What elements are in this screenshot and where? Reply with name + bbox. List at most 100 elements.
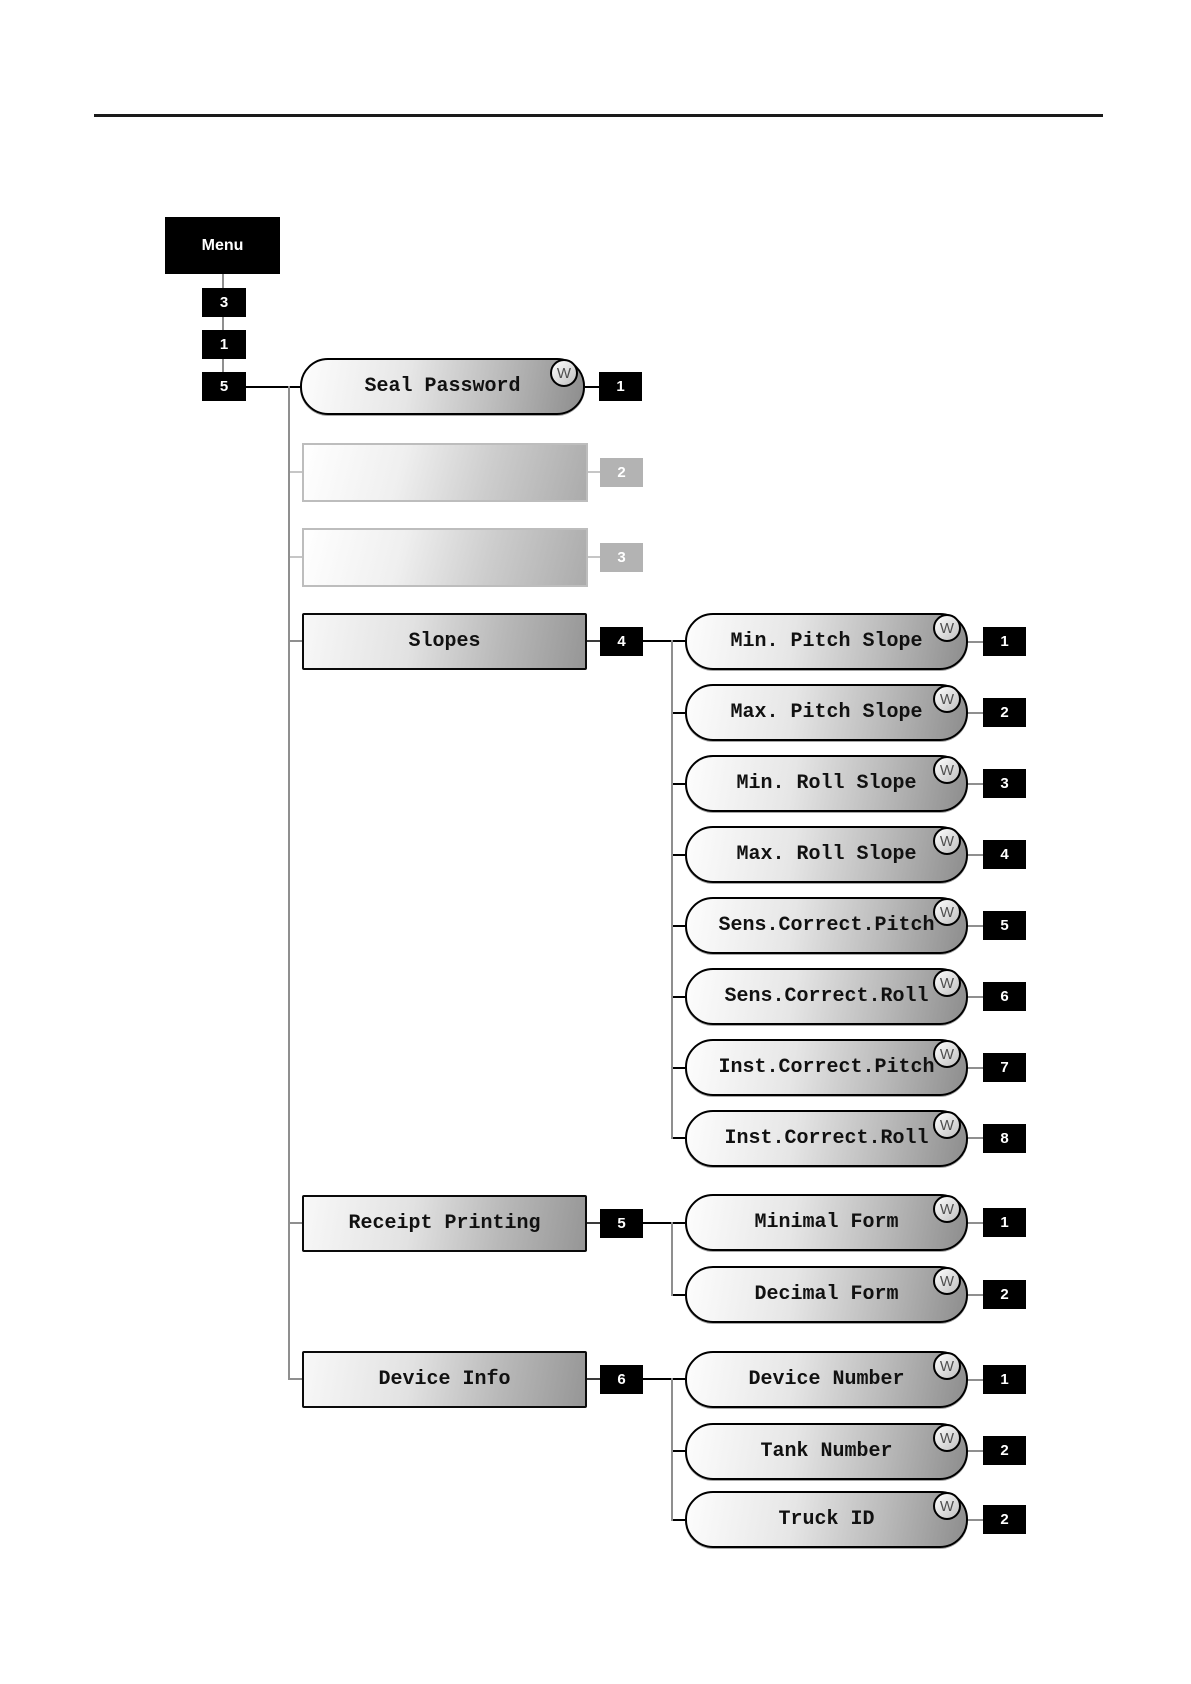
write-badge: W: [933, 898, 961, 926]
node-sens-correct-pitch: Sens.Correct.Pitch W: [685, 897, 968, 954]
menu-path-step-1-label: 3: [219, 294, 229, 311]
connector-trunk-disabled3: [290, 556, 302, 558]
connector-pill-num: [967, 1519, 983, 1521]
write-badge: W: [933, 1492, 961, 1520]
node-seal-password: Seal Password W: [300, 358, 585, 415]
node-label: Min. Pitch Slope: [730, 630, 923, 653]
connector-child-stub: [673, 854, 685, 856]
num-badge-label: 1: [1000, 1214, 1009, 1231]
write-badge: W: [933, 614, 961, 642]
write-badge-letter: W: [939, 974, 955, 992]
node-max-pitch-slope: Max. Pitch Slope W: [685, 684, 968, 741]
trunk-device-children: [671, 1378, 673, 1521]
num-badge-label: 6: [1000, 988, 1009, 1005]
node-slopes-label: Slopes: [408, 630, 481, 653]
num-badge-seal-label: 1: [616, 378, 625, 395]
connector-pill-num: [967, 925, 983, 927]
node-label: Inst.Correct.Pitch: [718, 1056, 935, 1079]
num-badge: 2: [983, 1505, 1026, 1534]
node-seal-password-label: Seal Password: [364, 375, 521, 398]
node-inst-correct-pitch: Inst.Correct.Pitch W: [685, 1039, 968, 1096]
num-badge-seal: 1: [599, 372, 642, 401]
write-badge-letter: W: [939, 832, 955, 850]
node-label: Max. Roll Slope: [736, 843, 917, 866]
write-badge: W: [933, 1195, 961, 1223]
connector-child-stub: [673, 1450, 685, 1452]
num-badge-label: 2: [1000, 704, 1009, 721]
menu-root-label: Menu: [201, 236, 244, 254]
num-badge: 2: [983, 698, 1026, 727]
num-badge-receipt-label: 5: [617, 1215, 626, 1232]
write-badge: W: [550, 359, 578, 387]
connector-pill-num: [967, 854, 983, 856]
connector-3-1: [222, 317, 224, 330]
write-badge: W: [933, 1267, 961, 1295]
menu-path-step-2: 1: [202, 330, 246, 359]
connector-child-stub: [673, 1067, 685, 1069]
write-badge-letter: W: [939, 690, 955, 708]
num-badge-device-label: 6: [617, 1371, 626, 1388]
menu-path-step-3: 5: [202, 372, 246, 401]
write-badge-letter: W: [556, 364, 572, 382]
connector-child-stub: [673, 783, 685, 785]
num-badge-label: 3: [1000, 775, 1009, 792]
num-badge: 8: [983, 1124, 1026, 1153]
node-max-roll-slope: Max. Roll Slope W: [685, 826, 968, 883]
connector-num4-children: [643, 640, 685, 642]
connector-pill-num: [967, 1137, 983, 1139]
node-sens-correct-roll: Sens.Correct.Roll W: [685, 968, 968, 1025]
write-badge-letter: W: [939, 1429, 955, 1447]
page-divider-rule: [94, 114, 1103, 117]
connector-pill-num: [967, 1379, 983, 1381]
node-device-info-label: Device Info: [378, 1368, 511, 1391]
trunk-slopes-children: [671, 640, 673, 1139]
connector-disabled3-num: [588, 556, 600, 558]
connector-trunk-receipt: [290, 1222, 302, 1224]
connector-menu-3: [222, 274, 224, 288]
num-badge-slopes: 4: [600, 627, 643, 656]
node-label: Device Number: [748, 1368, 905, 1391]
num-badge: 7: [983, 1053, 1026, 1082]
num-badge-label: 1: [1000, 633, 1009, 650]
connector-trunk-slopes: [290, 640, 302, 642]
connector-num5-children: [643, 1222, 685, 1224]
write-badge: W: [933, 1111, 961, 1139]
trunk-receipt-children: [671, 1222, 673, 1296]
connector-pill-num: [967, 1067, 983, 1069]
node-label: Max. Pitch Slope: [730, 701, 923, 724]
write-badge-letter: W: [939, 1357, 955, 1375]
write-badge: W: [933, 1040, 961, 1068]
node-device-info: Device Info: [302, 1351, 587, 1408]
menu-root: Menu: [165, 217, 280, 274]
num-badge-label: 2: [1000, 1442, 1009, 1459]
connector-pill-num: [967, 996, 983, 998]
num-badge-label: 2: [1000, 1511, 1009, 1528]
write-badge-letter: W: [939, 1045, 955, 1063]
connector-pill-num: [967, 1222, 983, 1224]
node-truck-id: Truck ID W: [685, 1491, 968, 1548]
connector-disabled2-num: [588, 471, 600, 473]
num-badge-label: 2: [1000, 1286, 1009, 1303]
num-badge-disabled-2: 2: [600, 458, 643, 487]
num-badge-disabled-2-label: 2: [617, 464, 626, 481]
connector-5-seal: [246, 386, 300, 388]
num-badge-disabled-3-label: 3: [617, 549, 626, 566]
node-slopes: Slopes: [302, 613, 587, 670]
write-badge: W: [933, 969, 961, 997]
node-decimal-form: Decimal Form W: [685, 1266, 968, 1323]
connector-child-stub: [673, 1519, 685, 1521]
write-badge: W: [933, 1424, 961, 1452]
connector-child-stub: [673, 1294, 685, 1296]
connector-pill-num: [967, 1294, 983, 1296]
node-min-roll-slope: Min. Roll Slope W: [685, 755, 968, 812]
num-badge-label: 8: [1000, 1130, 1009, 1147]
connector-pill-num: [967, 1450, 983, 1452]
node-label: Inst.Correct.Roll: [724, 1127, 929, 1150]
write-badge-letter: W: [939, 1272, 955, 1290]
node-label: Truck ID: [778, 1508, 875, 1531]
write-badge: W: [933, 827, 961, 855]
connector-seal-num: [585, 386, 599, 388]
num-badge-label: 1: [1000, 1371, 1009, 1388]
write-badge-letter: W: [939, 1116, 955, 1134]
